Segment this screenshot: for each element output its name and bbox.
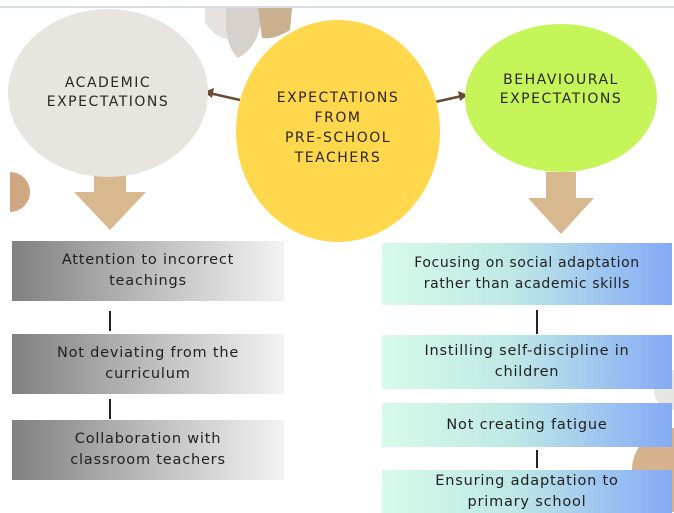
connector-right-line <box>434 94 463 104</box>
left-category-circle: ACADEMIC EXPECTATIONS <box>8 9 208 177</box>
left-item-2-line-1: Not deviating from the <box>56 345 240 361</box>
center-line-4: TEACHERS <box>294 150 382 166</box>
left-item-3: Collaboration with classroom teachers <box>12 420 284 480</box>
deco-half-circle-left <box>10 172 30 212</box>
center-line-1: EXPECTATIONS <box>276 90 400 106</box>
center-circle: EXPECTATIONS FROM PRE-SCHOOL TEACHERS <box>236 20 440 242</box>
top-border <box>0 6 674 8</box>
right-item-4-line-2: primary school <box>467 493 587 510</box>
left-item-3-line-1: Collaboration with <box>74 431 222 447</box>
left-item-1: Attention to incorrect teachings <box>12 241 284 301</box>
left-item-2-line-2: curriculum <box>105 366 191 382</box>
right-item-4: Ensuring adaptation to primary school <box>382 470 672 513</box>
right-item-1-line-2: rather than academic skills <box>423 276 631 292</box>
left-connector-1 <box>109 311 111 331</box>
center-line-3: PRE-SCHOOL <box>284 130 392 146</box>
deco-leaf-3 <box>258 8 292 39</box>
right-connector-2 <box>536 450 538 468</box>
connector-right-arrowhead <box>458 91 468 101</box>
right-category-circle: BEHAVIOURAL EXPECTATIONS <box>465 24 657 172</box>
right-item-3-line-1: Not creating fatigue <box>446 416 608 433</box>
right-item-2-line-1: Instilling self-discipline in <box>424 343 630 359</box>
deco-leaf-2 <box>225 8 262 58</box>
right-connector-1 <box>536 310 538 334</box>
right-category-line-1: BEHAVIOURAL <box>503 72 619 88</box>
center-line-2: FROM <box>314 110 362 126</box>
right-item-2-line-2: children <box>494 364 560 380</box>
left-item-3-line-2: classroom teachers <box>70 452 226 468</box>
left-down-arrow <box>74 162 146 230</box>
right-category-line-2: EXPECTATIONS <box>499 91 623 107</box>
deco-leaf-1 <box>205 8 232 40</box>
connector-left-arrowhead <box>204 88 214 98</box>
right-item-1: Focusing on social adaptation rather tha… <box>382 243 672 305</box>
left-item-2: Not deviating from the curriculum <box>12 334 284 394</box>
left-item-1-line-2: teachings <box>109 273 187 289</box>
right-item-1-line-1: Focusing on social adaptation <box>414 255 640 271</box>
left-category-line-1: ACADEMIC <box>64 75 152 91</box>
right-down-arrow <box>528 172 594 234</box>
right-item-2: Instilling self-discipline in children <box>382 335 672 389</box>
left-connector-2 <box>109 399 111 419</box>
left-item-1-line-1: Attention to incorrect <box>61 252 235 268</box>
right-item-3: Not creating fatigue <box>382 403 672 447</box>
connector-left-line <box>208 91 241 102</box>
left-category-line-2: EXPECTATIONS <box>46 94 170 110</box>
right-item-4-line-1: Ensuring adaptation to <box>435 472 619 489</box>
